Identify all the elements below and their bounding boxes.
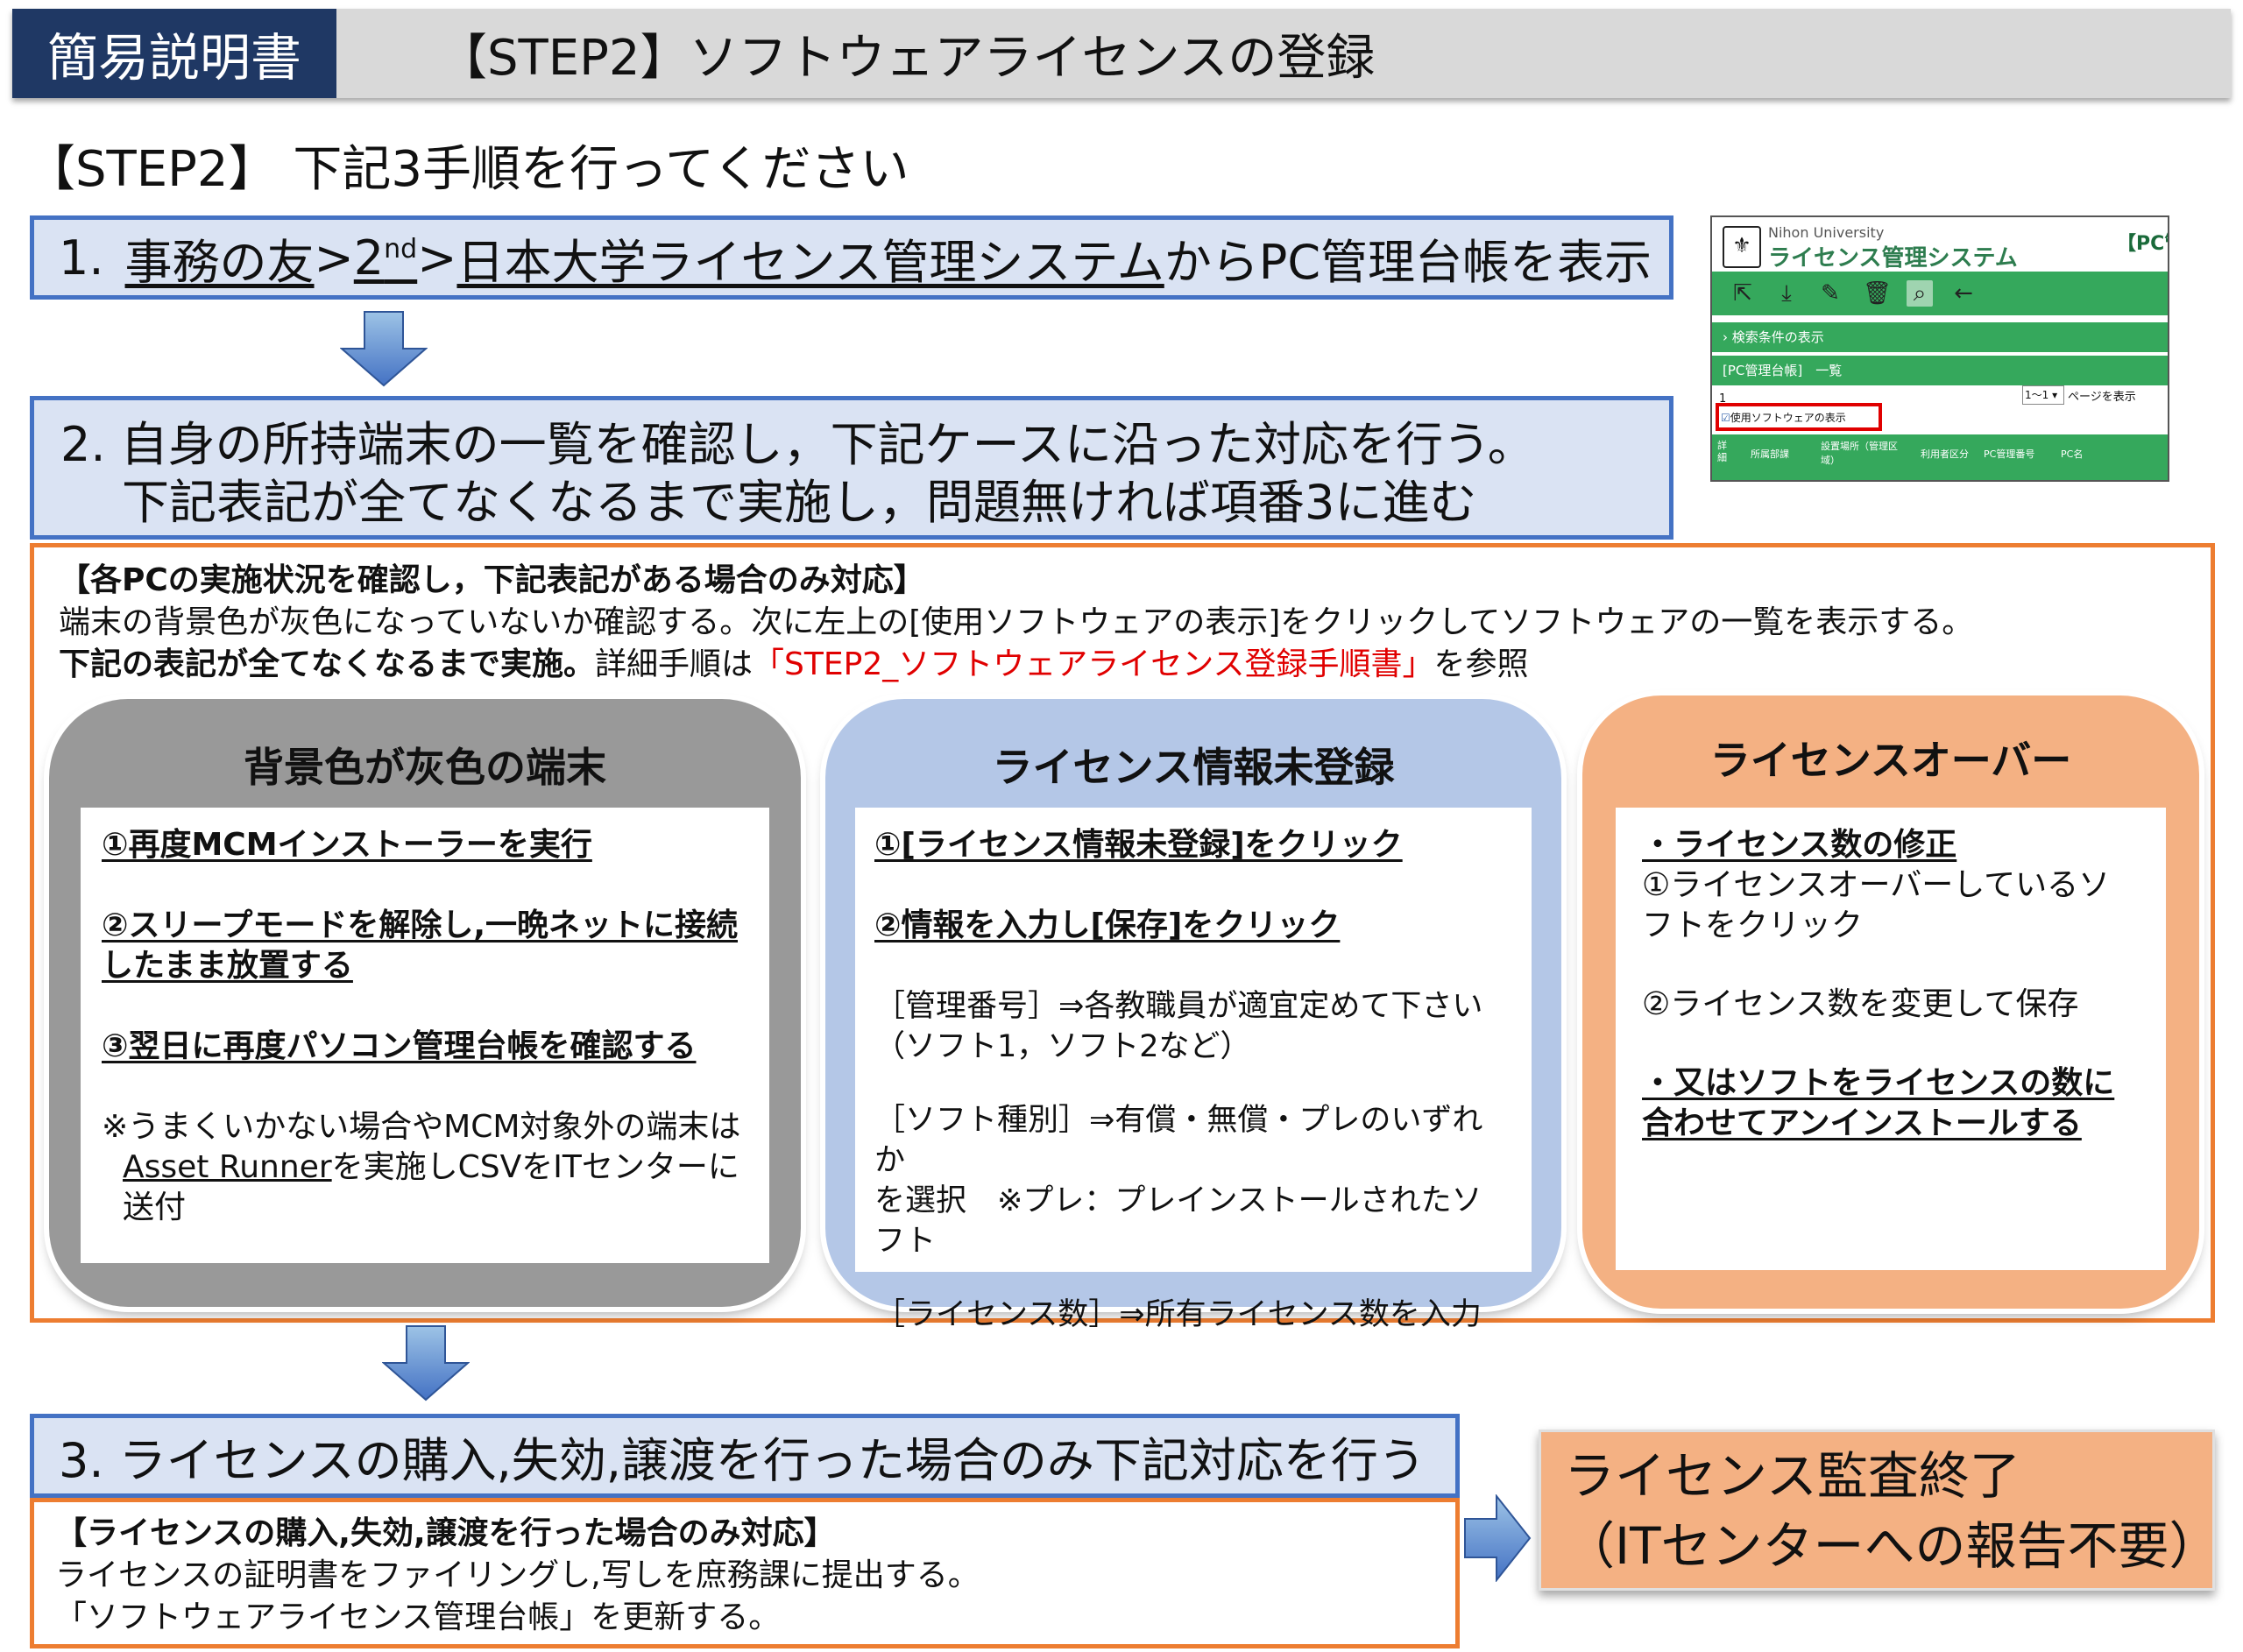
back-arrow-icon[interactable]: ← — [1954, 280, 1973, 307]
panel3-line2: 「ソフトウェアライセンス管理台帳」を更新する。 — [55, 1599, 781, 1635]
document-tag-label: 簡易説明書 — [46, 28, 301, 88]
panel2-line1: 端末の背景色が灰色になっていないか確認する。次に左上の[使用ソフトウェアの表示]… — [59, 604, 1974, 640]
final-line1: ライセンス監査終了 — [1564, 1446, 2020, 1506]
case-orange-item2: ・又はソフトをライセンスの数に合わせてアンインストールする — [1642, 1065, 2115, 1141]
thumb-page-select-value: 1〜1 — [2025, 389, 2049, 401]
panel2-line2-red: 「STEP2_ソフトウェアライセンス登録手順書」 — [753, 646, 1434, 682]
panel2-line2-bold: 下記の表記が全てなくなるまで実施。 — [59, 646, 596, 682]
case-blue-item1: ①[ライセンス情報未登録]をクリック — [874, 827, 1403, 863]
case-gray-content: ①再度MCMインストーラーを実行 ②スリープモードを解除し,一晩ネットに接続した… — [81, 808, 769, 1263]
panel2-line2: 下記の表記が全てなくなるまで実施。詳細手順は「STEP2_ソフトウェアライセンス… — [59, 644, 1973, 686]
panel3-heading: 【ライセンスの購入,失効,譲渡を行った場合のみ対応】 — [55, 1515, 836, 1551]
case-orange-content: ・ライセンス数の修正 ①ライセンスオーバーしているソフトをクリック ②ライセンス… — [1616, 808, 2166, 1270]
thumb-col5: PC管理番号 — [1984, 448, 2035, 460]
case-orange-title: ライセンスオーバー — [1709, 737, 2072, 784]
step2-line1: 2. 自身の所持端末の一覧を確認し，下記ケースに沿った対応を行う。 — [60, 417, 1535, 472]
university-logo-icon: ⚜ — [1723, 226, 1761, 268]
document-tag: 簡易説明書 — [12, 9, 336, 98]
edit-icon[interactable]: ✎ — [1821, 280, 1840, 307]
step1-tail: からPC管理台帳を表示 — [1164, 234, 1652, 290]
panel2-line2-mid: 詳細手順は — [595, 646, 754, 682]
panel2-line2-end: を参照 — [1433, 646, 1529, 682]
checkbox-checked-icon: ☑ — [1721, 412, 1730, 424]
thumb-page-suffix: ページを表示 — [2068, 391, 2136, 404]
case-blue-p2a: ［ソフト種別］⇒有償・無償・プレのいずれか — [874, 1103, 1483, 1178]
thumb-univ: Nihon University — [1768, 224, 1885, 241]
case-gray-title: 背景色が灰色の端末 — [244, 744, 606, 791]
panel2-heading: 【各PCの実施状況を確認し，下記表記がある場合のみ対応】 — [59, 562, 925, 598]
thumb-col1: 詳細 — [1717, 440, 1727, 463]
step1-number: 1. — [59, 229, 104, 286]
chevron-right-icon: › — [1723, 329, 1732, 345]
header-bar — [12, 9, 2231, 98]
case-blue-title: ライセンス情報未登録 — [992, 744, 1395, 791]
step1-link-2nd-base: 2 — [353, 229, 385, 286]
case-license-over: ライセンスオーバー ・ライセンス数の修正 ①ライセンスオーバーしているソフトをク… — [1582, 695, 2199, 1309]
case-license-unregistered: ライセンス情報未登録 ①[ライセンス情報未登録]をクリック ②情報を入力し[保存… — [825, 699, 1561, 1332]
step1-sep1: > — [314, 229, 354, 286]
step1-link-2nd[interactable]: 2nd — [354, 230, 417, 286]
license-system-thumbnail: ⚜ Nihon University ライセンス管理システム 【PC管 ⇱ ⤓ … — [1710, 215, 2169, 482]
thumb-col2: 所属部課 — [1751, 448, 1789, 460]
asset-runner-link[interactable]: Asset Runner — [123, 1149, 332, 1185]
case-orange-item1: ・ライセンス数の修正 — [1642, 827, 1957, 863]
case-blue-content: ①[ライセンス情報未登録]をクリック ②情報を入力し[保存]をクリック ［管理番… — [855, 808, 1532, 1332]
panel3-instructions: 【ライセンスの購入,失効,譲渡を行った場合のみ対応】 ライセンスの証明書をファイ… — [30, 1498, 1460, 1648]
case-orange-p2: ②ライセンス数を変更して保存 — [1642, 986, 2079, 1022]
final-line2: （ITセンターへの報告不要） — [1564, 1516, 2220, 1576]
thumb-checkbox[interactable]: ☑使用ソフトウェアの表示 — [1721, 410, 1846, 425]
arrow-down-icon — [340, 311, 428, 387]
thumb-toolbar — [1712, 272, 2168, 315]
step2-box: 2. 自身の所持端末の一覧を確認し，下記ケースに沿った対応を行う。 下記表記が全… — [30, 396, 1673, 540]
download-icon[interactable]: ⤓ — [1781, 280, 1792, 307]
final-result-box: ライセンス監査終了 （ITセンターへの報告不要） — [1539, 1430, 2220, 1591]
page-title: 【STEP2】ソフトウェアライセンスの登録 — [438, 29, 1376, 87]
case-gray-item2: ②スリープモードを解除し,一晩ネットに接続したまま放置する — [102, 907, 738, 984]
step1-sep2: > — [417, 229, 457, 286]
search-icon[interactable]: ⌕ — [1907, 280, 1933, 307]
case-gray-terminal: 背景色が灰色の端末 ①再度MCMインストーラーを実行 ②スリープモードを解除し,… — [49, 699, 801, 1307]
case-gray-note2-tail: を実施しCSVをITセンターに送付 — [123, 1149, 739, 1225]
step2-line2: 下記表記が全てなくなるまで実施し，問題無ければ項番3に進む — [122, 475, 1477, 530]
panel3-line1: ライセンスの証明書をファイリングし,写しを庶務課に提出する。 — [55, 1557, 980, 1593]
step3-box: 3. ライセンスの購入,失効,譲渡を行った場合のみ下記対応を行う — [30, 1414, 1460, 1498]
arrow-down-icon — [382, 1325, 470, 1401]
step1-link-license-system[interactable]: 日本大学ライセンス管理システム — [456, 234, 1164, 290]
step1-link-jimu[interactable]: 事務の友 — [124, 234, 315, 290]
arrow-right-icon — [1464, 1494, 1532, 1582]
thumb-col4: 利用者区分 — [1921, 448, 1969, 460]
thumb-checkbox-highlight — [1716, 403, 1882, 431]
thumb-col3: 設置場所（管理区域） — [1821, 441, 1898, 466]
thumb-corner: 【PC管 — [2117, 233, 2168, 255]
thumb-search-toggle[interactable]: › 検索条件の表示 — [1712, 322, 2168, 352]
step3-text: 3. ライセンスの購入,失効,譲渡を行った場合のみ下記対応を行う — [59, 1432, 1426, 1488]
subtitle: 【STEP2】 下記3手順を行ってください — [26, 141, 909, 198]
case-blue-p2b: を選択 ※プレ：プレインストールされたソフト — [874, 1183, 1482, 1259]
thumb-list-bar: [PC管理台帳] 一覧 — [1712, 356, 2168, 385]
case-blue-p1b: （ソフト1，ソフト2など） — [874, 1029, 1251, 1064]
export-icon[interactable]: ⇱ — [1733, 280, 1752, 307]
case-blue-p1a: ［管理番号］⇒各教職員が適宜定めて下さい — [874, 989, 1483, 1024]
case-gray-item1: ①再度MCMインストーラーを実行 — [102, 827, 592, 863]
case-blue-item2: ②情報を入力し[保存]をクリック — [874, 907, 1341, 943]
thumb-row-num: 1 — [1719, 392, 1727, 406]
case-gray-item3: ③翌日に再度パソコン管理台帳を確認する — [102, 1028, 697, 1064]
case-gray-note1: ※うまくいかない場合やMCM対象外の端末は — [102, 1109, 741, 1145]
thumb-col6: PC名 — [2061, 448, 2084, 460]
thumb-table-header — [1712, 434, 2168, 480]
step1-box: 1. 事務の友 > 2nd > 日本大学ライセンス管理システム からPC管理台帳… — [30, 215, 1673, 300]
step1-link-2nd-sup: nd — [384, 233, 418, 265]
thumb-system: ライセンス管理システム — [1768, 245, 2018, 272]
trash-icon[interactable]: 🗑 — [1863, 280, 1893, 307]
case-orange-p1: ①ライセンスオーバーしているソフトをクリック — [1642, 867, 2111, 943]
thumb-search-toggle-label: 検索条件の表示 — [1731, 329, 1824, 345]
case-blue-p3: ［ライセンス数］⇒所有ライセンス数を入力 — [874, 1297, 1482, 1332]
thumb-page-select[interactable]: 1〜1 ▾ — [2022, 385, 2064, 405]
case-gray-note2: Asset Runnerを実施しCSVをITセンターに送付 — [102, 1147, 748, 1228]
thumb-checkbox-label: 使用ソフトウェアの表示 — [1730, 412, 1846, 424]
